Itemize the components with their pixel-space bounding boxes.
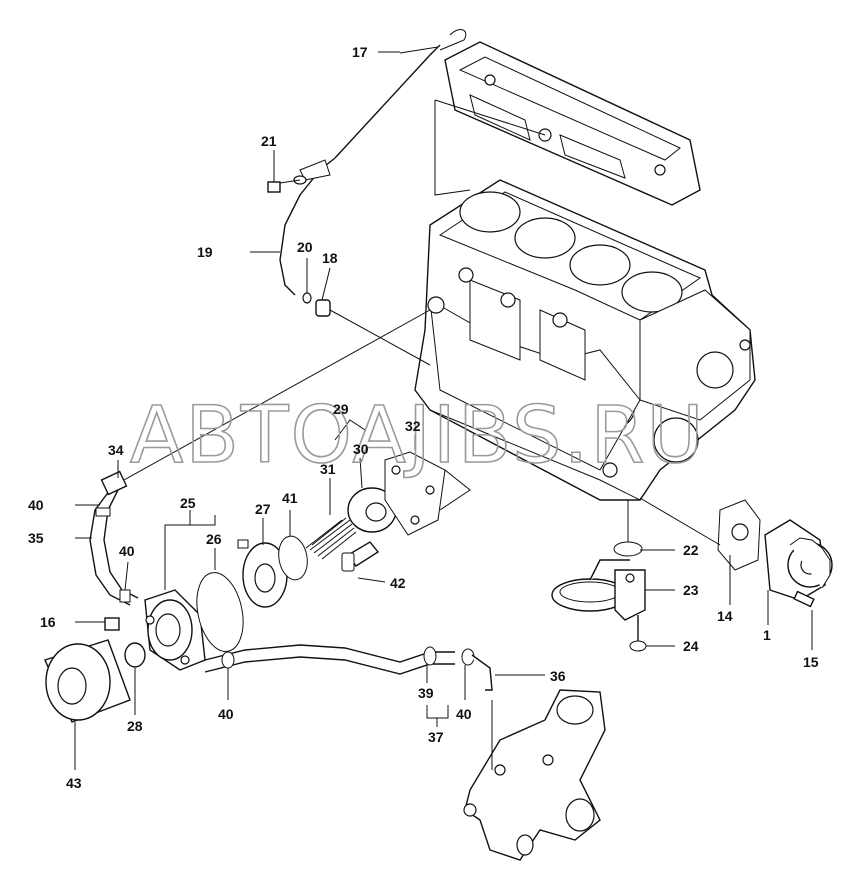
dipstick [334, 29, 467, 159]
clamp-40-upper [95, 507, 111, 517]
pump-housing [463, 689, 606, 861]
bolt-16 [75, 617, 120, 631]
callout-30: 30 [353, 441, 369, 457]
bolt-42 [341, 541, 386, 583]
callout-39: 39 [418, 685, 434, 701]
nipple-28 [124, 642, 146, 715]
plug-18 [315, 267, 431, 366]
callout-24: 24 [683, 638, 699, 654]
dipstick-tube [279, 157, 336, 296]
cover-27 [237, 518, 288, 608]
watermark-text: ABTOAJIBS.RU [130, 391, 706, 481]
callout-14: 14 [717, 608, 733, 624]
hose-39 [204, 644, 545, 727]
shim-29 [334, 419, 366, 451]
callout-40-bottom: 40 [218, 706, 234, 722]
cap-30 [347, 457, 397, 533]
oil-pump [639, 497, 833, 650]
gasket-26 [196, 548, 244, 652]
gasket-32 [384, 435, 471, 536]
callout-15: 15 [803, 654, 819, 670]
oil-filter [44, 639, 131, 770]
callout-40-upper: 40 [28, 497, 44, 513]
callout-23: 23 [683, 582, 699, 598]
callout-36: 36 [550, 668, 566, 684]
bolt-21 [267, 150, 281, 193]
pipe-35 [75, 309, 431, 606]
valve-cover [434, 41, 701, 206]
callout-40-right: 40 [456, 706, 472, 722]
callout-41: 41 [282, 490, 298, 506]
callout-26: 26 [206, 531, 222, 547]
callout-40-left: 40 [119, 543, 135, 559]
callout-16: 16 [40, 614, 56, 630]
callout-31: 31 [320, 461, 336, 477]
callout-35: 35 [28, 530, 44, 546]
o-ring-41 [278, 510, 308, 581]
callout-20: 20 [297, 239, 313, 255]
o-ring-20 [302, 258, 312, 304]
callout-28: 28 [127, 718, 143, 734]
callout-25: 25 [180, 495, 196, 511]
callout-21: 21 [261, 133, 277, 149]
callout-37: 37 [428, 729, 444, 745]
callout-34: 34 [108, 442, 124, 458]
callout-22: 22 [683, 542, 699, 558]
callout-1: 1 [763, 627, 771, 643]
strainer [551, 500, 675, 652]
callout-42: 42 [390, 575, 406, 591]
callout-19: 19 [197, 244, 213, 260]
callout-17: 17 [352, 44, 368, 60]
engine-block [414, 179, 756, 501]
spring-31 [305, 478, 357, 560]
oil-cooler [144, 510, 216, 671]
callout-29: 29 [333, 401, 349, 417]
callout-18: 18 [322, 250, 338, 266]
callout-43: 43 [66, 775, 82, 791]
callout-32: 32 [405, 418, 421, 434]
callout-27: 27 [255, 501, 271, 517]
clamp-40-left [119, 561, 131, 603]
